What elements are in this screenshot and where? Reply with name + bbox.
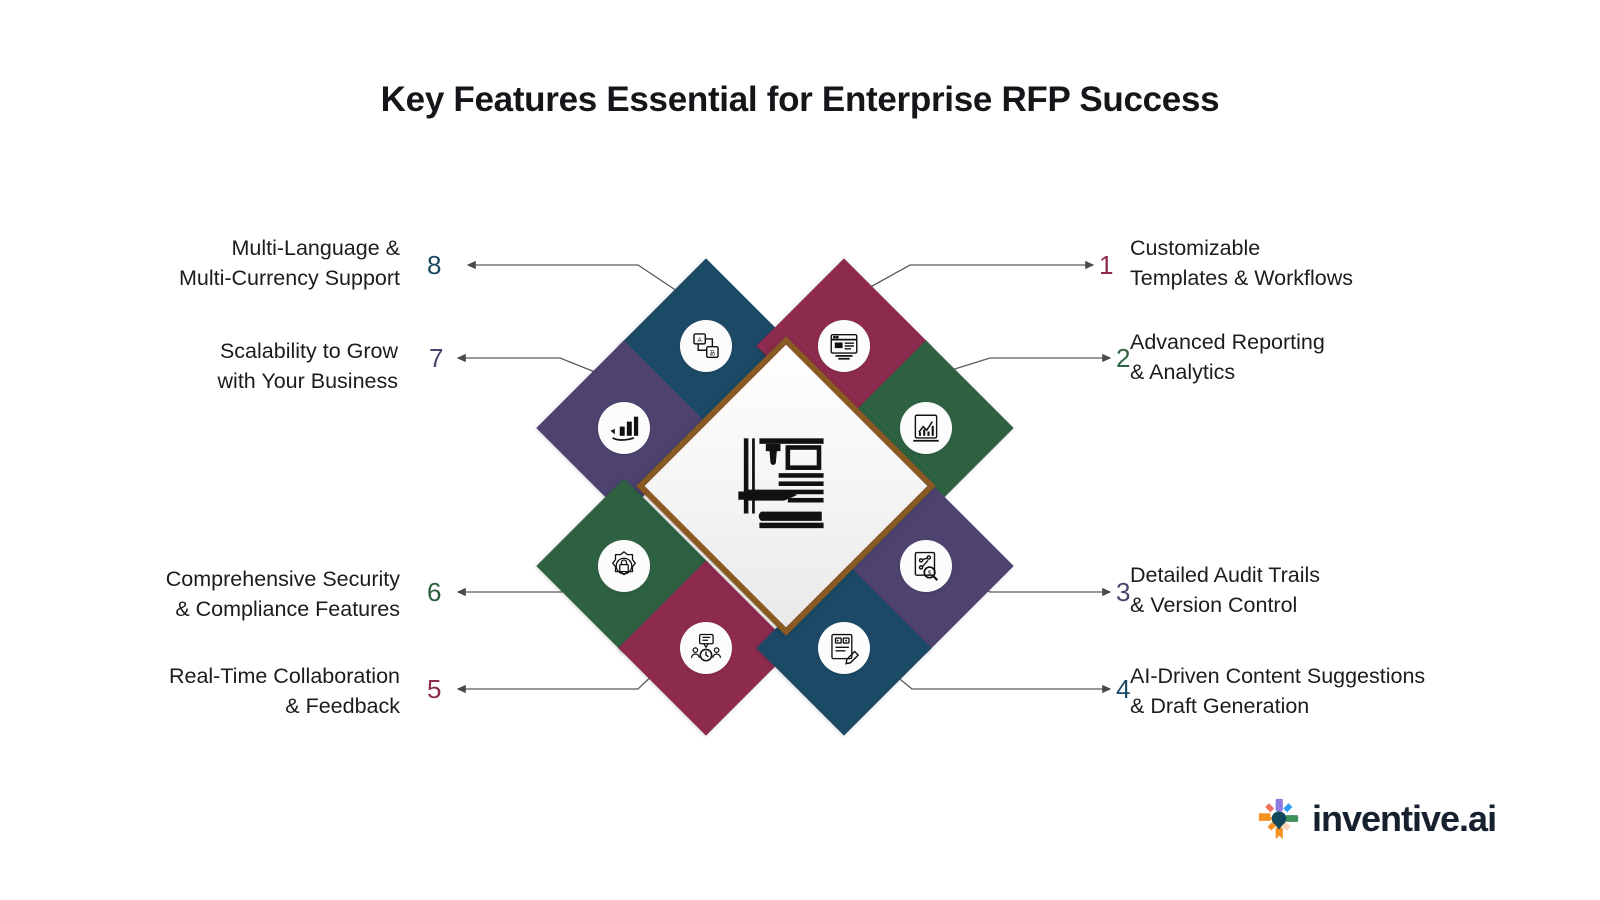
svg-text:A: A — [698, 337, 703, 344]
item-number-5: 5 — [427, 674, 442, 704]
item-label-6-line2: & Compliance Features — [175, 596, 400, 621]
tile-7[interactable] — [536, 340, 712, 516]
ai-draft-pencil-icon — [818, 622, 870, 674]
tile-4[interactable] — [756, 560, 932, 736]
tile-8[interactable]: A あ — [618, 258, 794, 434]
item-number-6: 6 — [427, 577, 442, 607]
item-label-8: Multi-Language & Multi-Currency Support — [60, 234, 400, 293]
item-label-1: Customizable Templates & Workflows — [1130, 234, 1550, 293]
svg-text:あ: あ — [709, 349, 715, 357]
item-label-7-line1: Scalability to Grow — [219, 339, 398, 363]
center-diamond — [636, 336, 936, 636]
item-label-5-line2: & Feedback — [285, 693, 400, 718]
collaboration-clock-icon — [680, 622, 732, 674]
item-number-4: 4 — [1116, 674, 1131, 704]
item-label-5-line1: Real-Time Collaboration — [168, 664, 400, 688]
item-label-1-line1: Customizable — [1130, 236, 1261, 260]
growth-bar-chart-icon — [598, 402, 650, 454]
item-label-3-line1: Detailed Audit Trails — [1130, 563, 1321, 587]
item-number-7: 7 — [429, 343, 444, 373]
tile-3[interactable]: $ — [838, 478, 1014, 654]
language-translate-icon: A あ — [680, 320, 732, 372]
item-label-4-line2: & Draft Generation — [1130, 693, 1310, 718]
item-label-5: Real-Time Collaboration & Feedback — [40, 662, 400, 721]
page-title: Key Features Essential for Enterprise RF… — [380, 80, 1220, 119]
item-number-3: 3 — [1116, 577, 1131, 607]
logo-text: inventive.ai — [1312, 798, 1497, 839]
analytics-report-icon — [900, 402, 952, 454]
diamond-cluster: A あ — [536, 240, 1020, 736]
item-label-8-line1: Multi-Language & — [231, 236, 400, 260]
svg-text:$: $ — [928, 570, 932, 577]
item-number-1: 1 — [1099, 250, 1114, 280]
item-label-2-line1: Advanced Reporting — [1130, 330, 1325, 354]
inventive-starburst-logo — [1258, 798, 1299, 840]
item-label-2-line2: & Analytics — [1130, 359, 1236, 384]
item-number-8: 8 — [427, 250, 442, 280]
audit-magnifier-icon: $ — [900, 540, 952, 592]
brand-logo[interactable]: inventive.ai — [1256, 796, 1497, 842]
document-pen-icon — [738, 438, 824, 529]
item-label-3-line2: & Version Control — [1130, 592, 1298, 617]
item-label-6: Comprehensive Security & Compliance Feat… — [60, 565, 400, 624]
tile-5[interactable] — [618, 560, 794, 736]
item-label-4: AI-Driven Content Suggestions & Draft Ge… — [1130, 662, 1590, 721]
item-label-7: Scalability to Grow with Your Business — [60, 337, 398, 396]
tile-2[interactable] — [838, 340, 1014, 516]
tile-6[interactable] — [536, 478, 712, 654]
item-number-2: 2 — [1116, 343, 1131, 373]
tile-1[interactable] — [756, 258, 932, 434]
security-lock-gear-icon — [598, 540, 650, 592]
item-label-7-line2: with Your Business — [217, 368, 398, 393]
item-label-6-line1: Comprehensive Security — [165, 567, 400, 591]
item-label-4-line1: AI-Driven Content Suggestions — [1130, 664, 1426, 688]
item-label-3: Detailed Audit Trails & Version Control — [1130, 561, 1550, 620]
template-browser-icon — [818, 320, 870, 372]
item-label-8-line2: Multi-Currency Support — [178, 265, 400, 290]
item-label-1-line2: Templates & Workflows — [1130, 265, 1354, 290]
item-label-2: Advanced Reporting & Analytics — [1130, 328, 1550, 387]
